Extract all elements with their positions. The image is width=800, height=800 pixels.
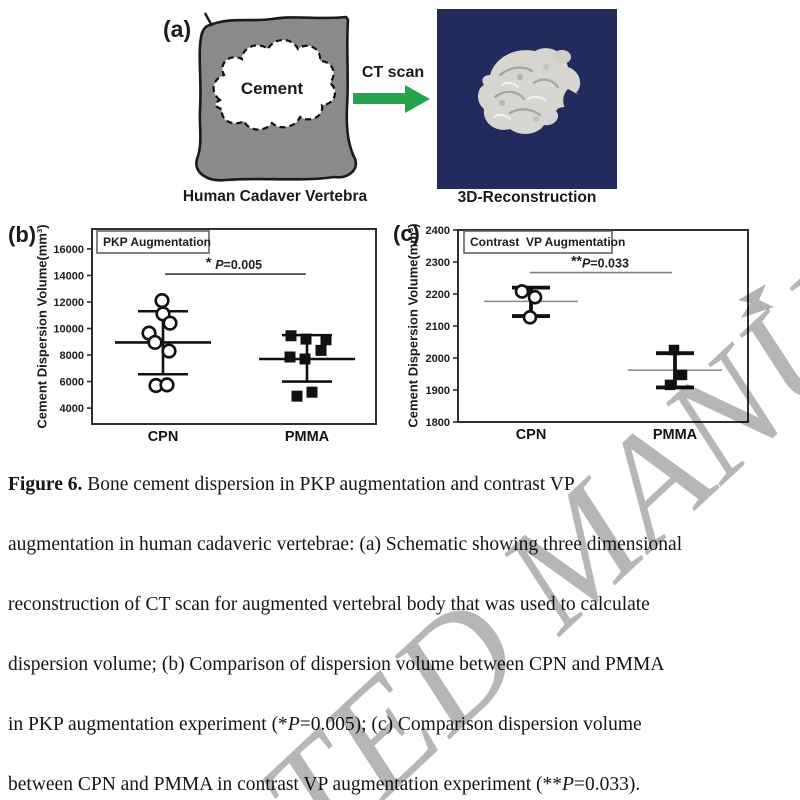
data-points-PMMA: [664, 344, 688, 391]
caption-text: between CPN and PMMA in contrast VP augm…: [8, 774, 563, 795]
significance-label: * P=0.005: [206, 254, 262, 272]
panel-b-label: (b): [8, 222, 37, 247]
significance-label: **P=0.033: [571, 253, 629, 271]
category-label: PMMA: [653, 427, 698, 443]
reconstruction-caption: 3D-Reconstruction: [457, 189, 597, 206]
caption-line: between CPN and PMMA in contrast VP augm…: [8, 755, 800, 800]
panel-a-label: (a): [163, 16, 192, 42]
caption-line: Figure 6. Bone cement dispersion in PKP …: [8, 455, 800, 515]
cement-label: Cement: [240, 79, 304, 98]
y-axis-label-c: Cement Dispersion Volume(mm³): [405, 223, 421, 428]
p-value-symbol: P: [287, 714, 300, 735]
scatter-charts: 4000 6000 8000 10000 12000 14000 16000 PKP Augm…: [53, 225, 749, 445]
svg-text:2400: 2400: [426, 225, 450, 237]
svg-text:1800: 1800: [426, 417, 450, 429]
svg-text:2000: 2000: [426, 353, 450, 365]
caption-line: augmentation in human cadaveric vertebra…: [8, 534, 683, 555]
cement-cloud: [212, 38, 337, 131]
figure-number: Figure 6.: [8, 474, 83, 495]
ct-scan-arrow-icon: [353, 85, 430, 113]
y-axis-ticks: 1800 1900 2000 2100 2200 2300 2400: [426, 225, 458, 429]
svg-text:1900: 1900: [426, 385, 450, 397]
caption-text: Bone cement dispersion in PKP augmentati…: [82, 474, 575, 495]
data-points-CPN: [514, 284, 543, 325]
category-label: CPN: [516, 427, 547, 443]
svg-text:12000: 12000: [53, 297, 84, 309]
svg-text:16000: 16000: [53, 244, 84, 256]
data-points-PMMA: [284, 330, 332, 402]
figure-caption: Figure 6. Bone cement dispersion in PKP …: [8, 455, 800, 800]
ct-scan-label: CT scan: [361, 64, 425, 81]
svg-text:8000: 8000: [60, 350, 84, 362]
caption-line: reconstruction of CT scan for augmented …: [8, 594, 650, 615]
svg-text:4000: 4000: [60, 403, 84, 415]
svg-text:2300: 2300: [426, 257, 450, 269]
data-points-CPN: [141, 293, 178, 394]
chart-title: Contrast VP Augmentation: [470, 235, 625, 249]
svg-text:10000: 10000: [53, 323, 84, 335]
chart-title: PKP Augmentation: [103, 235, 211, 249]
caption-line: dispersion volume; (b) Comparison of dis…: [8, 654, 665, 675]
legend-box: [96, 230, 210, 254]
panel-a-illustration: [195, 9, 617, 189]
plot-frame: [91, 228, 377, 425]
svg-text:2100: 2100: [426, 321, 450, 333]
y-axis-label-b: Cement Dispersion Volume(mm³): [34, 224, 50, 429]
caption-text: =0.005); (c) Comparison dispersion volum…: [299, 714, 642, 735]
svg-text:2200: 2200: [426, 289, 450, 301]
category-label: PMMA: [285, 429, 330, 445]
caption-text: in PKP augmentation experiment (*: [8, 714, 288, 735]
vertebra-caption: Human Cadaver Vertebra: [182, 188, 368, 205]
chart-b: 4000 6000 8000 10000 12000 14000 16000 PKP Augm…: [53, 228, 377, 445]
y-axis-ticks: 4000 6000 8000 10000 12000 14000 16000: [53, 244, 92, 415]
svg-text:6000: 6000: [60, 377, 84, 389]
caption-text: =0.033).: [573, 774, 641, 795]
panel-c-label: (c): [393, 221, 420, 246]
ct-3d-image: [437, 9, 617, 189]
category-label: CPN: [148, 429, 179, 445]
caption-line: in PKP augmentation experiment (*P=0.005…: [8, 695, 800, 755]
svg-text:14000: 14000: [53, 270, 84, 282]
legend-box: [463, 230, 613, 254]
p-value-symbol: P: [562, 774, 574, 795]
